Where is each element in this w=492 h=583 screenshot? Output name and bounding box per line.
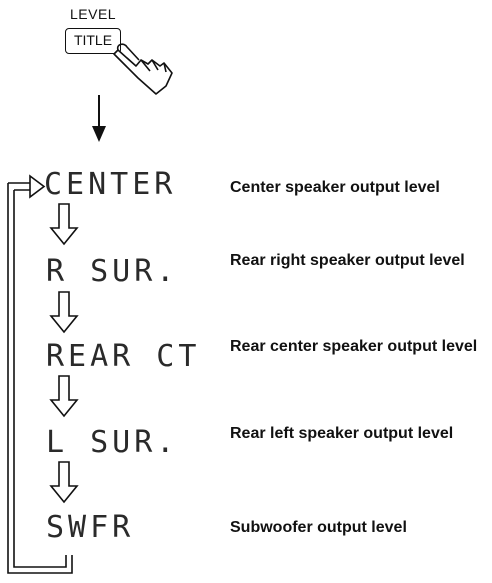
loop-arrow-icon xyxy=(7,174,73,574)
lcd-display-text: R SUR. xyxy=(46,254,179,289)
item-description: Rear left speaker output level xyxy=(230,425,454,442)
lcd-display-text: L SUR. xyxy=(46,425,179,460)
outline-down-arrow-icon xyxy=(49,291,79,334)
outline-down-arrow-icon xyxy=(49,461,79,504)
pointing-hand-icon xyxy=(113,43,173,95)
item-description: Subwoofer output level xyxy=(230,519,407,536)
title-button[interactable]: TITLE xyxy=(65,28,121,54)
item-description: Rear right speaker output level xyxy=(230,252,465,269)
lcd-display-text: REAR CT xyxy=(46,339,201,374)
lcd-display-text: SWFR xyxy=(46,510,135,545)
item-description: Center speaker output level xyxy=(230,179,440,196)
down-arrow-icon xyxy=(92,95,106,142)
item-description: Rear center speaker output level xyxy=(230,338,478,355)
lcd-display-text: CENTER xyxy=(44,167,177,202)
outline-down-arrow-icon xyxy=(49,375,79,418)
level-label: LEVEL xyxy=(70,6,117,22)
outline-down-arrow-icon xyxy=(49,203,79,246)
